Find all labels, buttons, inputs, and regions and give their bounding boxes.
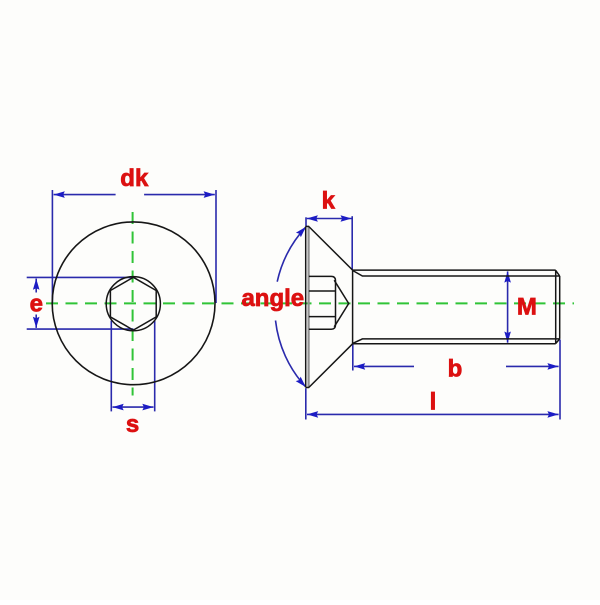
svg-text:e: e <box>30 291 43 318</box>
svg-text:s: s <box>126 411 139 438</box>
svg-text:dk: dk <box>120 165 149 192</box>
svg-text:M: M <box>517 294 537 321</box>
svg-text:b: b <box>448 355 463 382</box>
svg-text:l: l <box>430 389 437 416</box>
svg-text:angle: angle <box>241 285 304 312</box>
svg-text:k: k <box>322 187 336 214</box>
